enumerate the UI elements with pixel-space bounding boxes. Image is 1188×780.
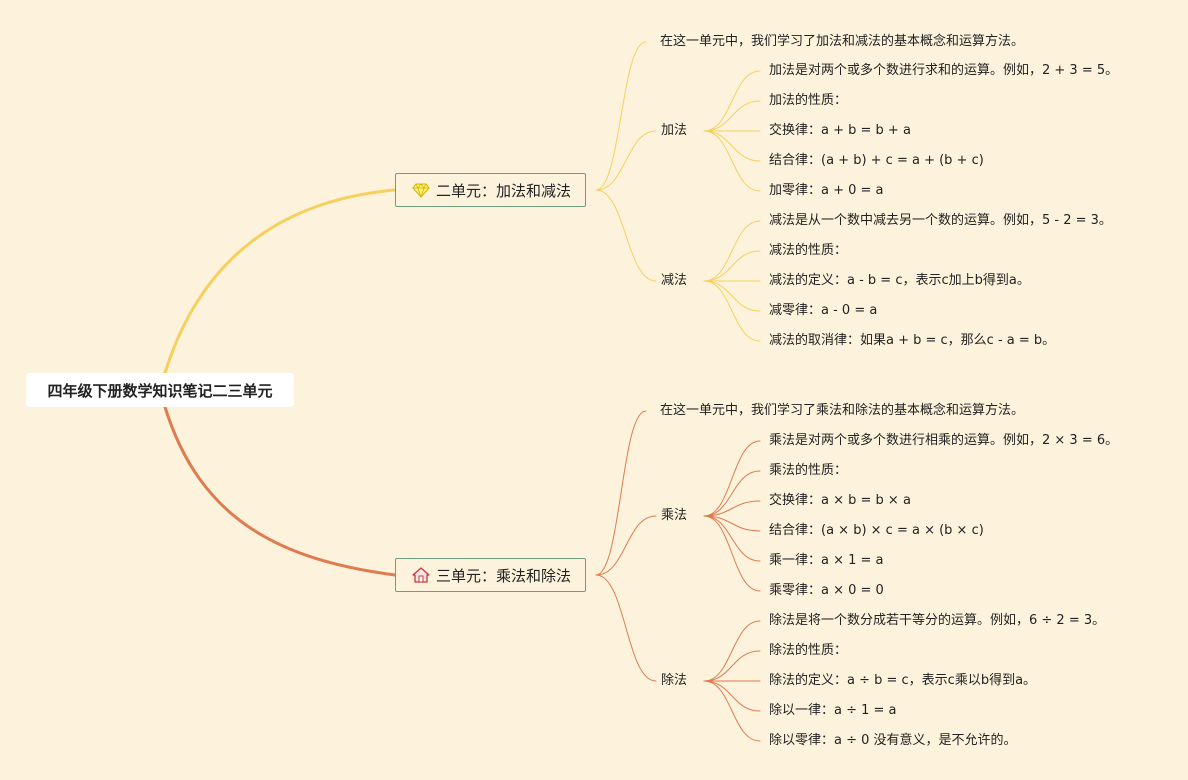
link-leaf bbox=[703, 100, 761, 132]
link-topic bbox=[595, 189, 657, 282]
link-leaf bbox=[703, 130, 761, 192]
branch-label: 三单元：乘法和除法 bbox=[436, 566, 572, 585]
leaf-item[interactable]: 减法的定义：a - b = c，表示c加上b得到a。 bbox=[769, 273, 1030, 288]
link-leaf bbox=[703, 280, 761, 312]
leaf-item[interactable]: 结合律：(a × b) × c = a × (b × c) bbox=[769, 523, 984, 538]
leaf-item[interactable]: 除以零律：a ÷ 0 没有意义，是不允许的。 bbox=[769, 733, 1017, 748]
link-leaf bbox=[703, 650, 761, 682]
leaf-item[interactable]: 交换律：a × b = b × a bbox=[769, 493, 911, 508]
leaf-item[interactable]: 减零律：a - 0 = a bbox=[769, 303, 878, 318]
topic-node-multiplication[interactable]: 乘法 bbox=[661, 508, 688, 523]
leaf-item[interactable]: 除法的性质： bbox=[769, 643, 848, 658]
link-leaf bbox=[703, 680, 761, 712]
link-leaf bbox=[703, 620, 761, 682]
link-intro bbox=[595, 410, 647, 576]
link-leaf bbox=[703, 470, 761, 517]
root-link-unit-3 bbox=[163, 405, 397, 577]
leaf-item[interactable]: 加法是对两个或多个数进行求和的运算。例如，2 + 3 = 5。 bbox=[769, 63, 1119, 78]
link-topic bbox=[595, 130, 657, 191]
topic-node-division[interactable]: 除法 bbox=[661, 673, 688, 688]
leaf-item[interactable]: 乘一律：a × 1 = a bbox=[769, 553, 884, 568]
leaf-item[interactable]: 交换律：a + b = b + a bbox=[769, 123, 911, 138]
topic-node-subtraction[interactable]: 减法 bbox=[661, 273, 688, 288]
branch-label: 二单元：加法和减法 bbox=[436, 181, 572, 200]
leaf-item[interactable]: 减法的性质： bbox=[769, 243, 848, 258]
link-topic bbox=[595, 574, 657, 682]
leaf-item[interactable]: 结合律：(a + b) + c = a + (b + c) bbox=[769, 153, 984, 168]
gem-icon bbox=[412, 181, 430, 199]
leaf-item[interactable]: 加法的性质： bbox=[769, 93, 848, 108]
link-intro bbox=[595, 41, 647, 191]
leaf-item[interactable]: 乘法的性质： bbox=[769, 463, 848, 478]
leaf-item[interactable]: 减法是从一个数中减去另一个数的运算。例如，5 - 2 = 3。 bbox=[769, 213, 1112, 228]
intro-text[interactable]: 在这一单元中，我们学习了加法和减法的基本概念和运算方法。 bbox=[660, 34, 1025, 49]
leaf-item[interactable]: 除法是将一个数分成若干等分的运算。例如，6 ÷ 2 = 3。 bbox=[769, 613, 1106, 628]
link-leaf bbox=[703, 280, 761, 342]
link-topic bbox=[595, 515, 657, 576]
intro-text[interactable]: 在这一单元中，我们学习了乘法和除法的基本概念和运算方法。 bbox=[660, 403, 1025, 418]
link-leaf bbox=[703, 500, 761, 517]
house-icon bbox=[412, 566, 430, 584]
link-leaf bbox=[703, 515, 761, 562]
link-leaf bbox=[703, 440, 761, 517]
leaf-item[interactable]: 减法的取消律：如果a + b = c，那么c - a = b。 bbox=[769, 333, 1056, 348]
root-label: 四年级下册数学知识笔记二三单元 bbox=[47, 381, 273, 400]
leaf-item[interactable]: 除以一律：a ÷ 1 = a bbox=[769, 703, 897, 718]
leaf-item[interactable]: 除法的定义：a ÷ b = c，表示c乘以b得到a。 bbox=[769, 673, 1037, 688]
link-leaf bbox=[703, 515, 761, 532]
link-leaf bbox=[703, 130, 761, 162]
leaf-item[interactable]: 加零律：a + 0 = a bbox=[769, 183, 884, 198]
root-node[interactable]: 四年级下册数学知识笔记二三单元 bbox=[26, 373, 294, 407]
link-leaf bbox=[703, 220, 761, 282]
leaf-item[interactable]: 乘零律：a × 0 = 0 bbox=[769, 583, 884, 598]
root-link-unit-2 bbox=[163, 188, 397, 375]
link-leaf bbox=[703, 515, 761, 592]
branch-node-unit-3[interactable]: 三单元：乘法和除法 bbox=[395, 558, 587, 592]
link-leaf bbox=[703, 70, 761, 132]
link-leaf bbox=[703, 250, 761, 282]
branch-node-unit-2[interactable]: 二单元：加法和减法 bbox=[395, 173, 587, 207]
link-leaf bbox=[703, 680, 761, 742]
topic-node-addition[interactable]: 加法 bbox=[661, 123, 688, 138]
leaf-item[interactable]: 乘法是对两个或多个数进行相乘的运算。例如，2 × 3 = 6。 bbox=[769, 433, 1119, 448]
